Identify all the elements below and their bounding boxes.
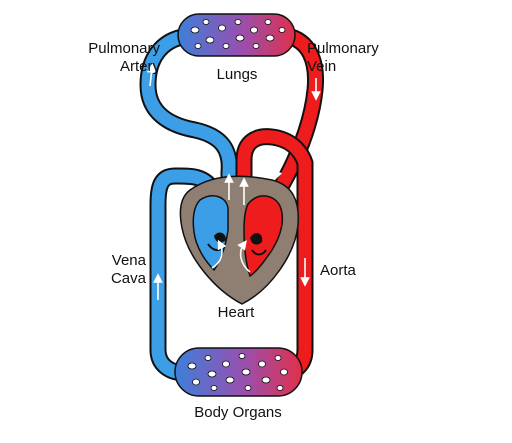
lungs-label: Lungs <box>216 66 258 83</box>
flow-arrow-right-ventricle <box>211 239 227 269</box>
flow-arrow-pulmonary-vein-entry <box>273 159 283 181</box>
pulmonary-artery-vessel <box>139 27 238 241</box>
aorta-label: Aorta <box>320 262 356 279</box>
heart-label: Heart <box>217 304 255 321</box>
vena-cava-label-line1: Vena <box>111 252 146 269</box>
vena-cava-vessel <box>149 167 222 382</box>
pulmonary-artery-label: Pulmonary Artery <box>60 40 160 76</box>
pulmonary-vein-label-line2: Vein <box>307 58 337 75</box>
flow-arrow-pulmonary-artery <box>146 63 157 87</box>
vena-cava-label: Vena Cava <box>90 252 146 288</box>
pulmonary-vein-label: Pulmonary Vein <box>307 40 407 76</box>
flow-arrow-left-ventricle <box>237 240 251 273</box>
body-organs-label: Body Organs <box>194 404 282 421</box>
vena-cava-label-line2: Cava <box>110 270 146 287</box>
flow-arrows <box>146 63 321 300</box>
lungs-capillary-bed <box>177 13 296 57</box>
pulmonary-artery-label-line2: Artery <box>119 58 160 75</box>
heart <box>179 175 300 305</box>
body-organs-capillary-bed <box>174 347 303 397</box>
pulmonary-artery-label-line1: Pulmonary <box>88 40 160 57</box>
pulmonary-vein-label-line1: Pulmonary <box>307 40 379 57</box>
